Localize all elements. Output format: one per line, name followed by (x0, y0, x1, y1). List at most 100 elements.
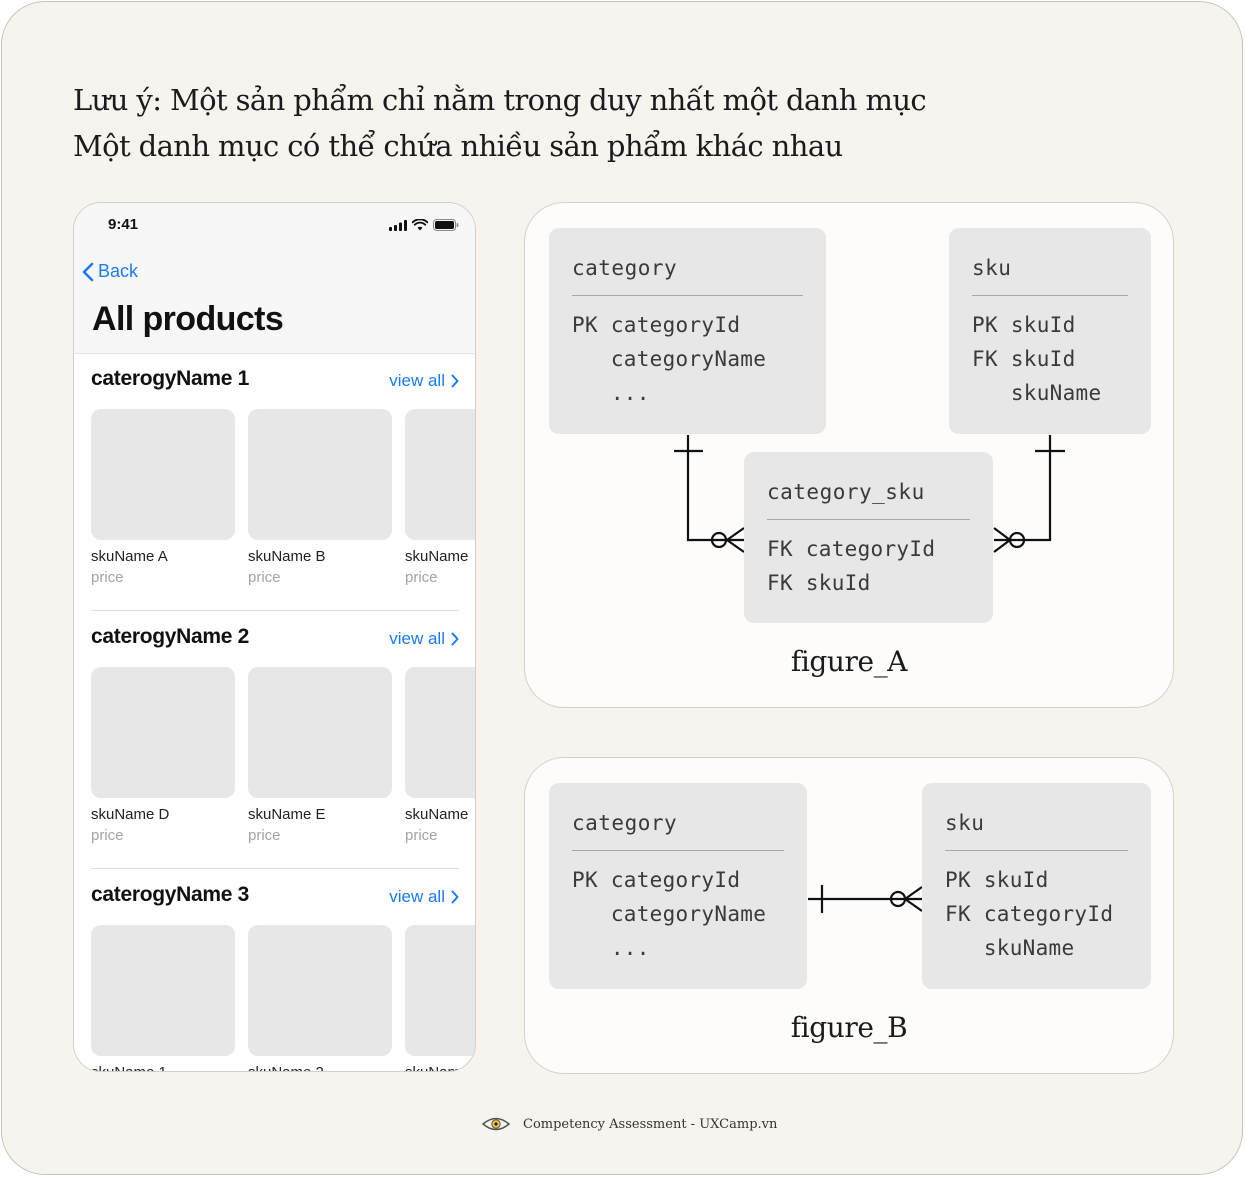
view-all-label: view all (389, 371, 445, 390)
entity-title: category (572, 256, 678, 280)
sku-name: skuName (405, 1064, 475, 1071)
chevron-right-icon (451, 632, 459, 646)
product-image-placeholder (405, 667, 475, 798)
wifi-icon (412, 219, 428, 231)
chevron-right-icon (451, 890, 459, 904)
entity-field: ... (572, 936, 650, 960)
entity-divider (767, 519, 970, 520)
product-card[interactable]: skuName A price (91, 409, 235, 586)
product-card[interactable]: skuName D price (91, 667, 235, 844)
product-image-placeholder (91, 925, 235, 1056)
chevron-right-icon (451, 374, 459, 388)
entity-divider (972, 295, 1128, 296)
sku-name: skuName A (91, 548, 168, 565)
chevron-left-icon (82, 262, 94, 281)
heading-line-2: Một danh mục có thể chứa nhiều sản phẩm … (73, 129, 843, 163)
product-image-placeholder (248, 409, 392, 540)
sku-name: skuName (405, 806, 469, 823)
signal-icon (389, 219, 407, 231)
back-button[interactable]: Back (82, 261, 138, 282)
figure-a-panel: category PK categoryId categoryName ... … (524, 202, 1174, 708)
product-card[interactable]: skuName B price (248, 409, 392, 586)
sku-name: skuName B (248, 548, 326, 565)
entity-title: category (572, 811, 678, 835)
view-all-link[interactable]: view all (389, 371, 459, 391)
footer: Competency Assessment - UXCamp.vn (481, 1115, 777, 1133)
product-card[interactable]: skuName price (405, 409, 475, 586)
sku-price: price (91, 569, 124, 586)
sku-price: price (248, 569, 281, 586)
entity-category: category PK categoryId categoryName ... (549, 228, 826, 434)
product-image-placeholder (405, 409, 475, 540)
category-title: caterogyName 3 (91, 883, 250, 906)
product-card[interactable]: skuName price (405, 925, 475, 1071)
product-card[interactable]: skuName 1 price (91, 925, 235, 1071)
category-section: caterogyName 2 view all skuName D price … (74, 613, 475, 871)
entity-field: categoryName (572, 347, 767, 371)
page-title: All products (92, 300, 284, 338)
entity-field: ... (572, 381, 650, 405)
heading: Lưu ý: Một sản phẩm chỉ nằm trong duy nh… (73, 77, 1173, 169)
category-section: caterogyName 1 view all skuName A price … (74, 355, 475, 613)
sku-name: skuName D (91, 806, 170, 823)
product-card[interactable]: skuName 2 price (248, 925, 392, 1071)
entity-divider (572, 850, 784, 851)
entity-field: skuName (945, 936, 1075, 960)
view-all-label: view all (389, 887, 445, 906)
sku-name: skuName E (248, 806, 326, 823)
battery-icon (433, 219, 459, 231)
heading-line-1: Lưu ý: Một sản phẩm chỉ nằm trong duy nh… (73, 83, 927, 117)
back-label: Back (98, 261, 139, 281)
product-image-placeholder (248, 667, 392, 798)
entity-divider (945, 850, 1128, 851)
sku-price: price (91, 827, 124, 844)
category-section: caterogyName 3 view all skuName 1 price … (74, 871, 475, 1071)
figure-b-panel: category PK categoryId categoryName ... … (524, 757, 1174, 1074)
sku-price: price (248, 827, 281, 844)
product-card[interactable]: skuName E price (248, 667, 392, 844)
entity-title: sku (972, 256, 1012, 280)
entity-field: PK skuId (945, 868, 1049, 892)
product-image-placeholder (91, 409, 235, 540)
entity-field: FK skuId (767, 571, 871, 595)
entity-divider (572, 295, 803, 296)
entity-title: sku (945, 811, 985, 835)
footer-text: Competency Assessment - UXCamp.vn (523, 1116, 778, 1132)
entity-field: PK categoryId (572, 868, 741, 892)
entity-title: category_sku (767, 480, 925, 504)
entity-field: FK categoryId (945, 902, 1114, 926)
category-title: caterogyName 1 (91, 367, 250, 390)
figure-b-caption: figure_B (790, 1011, 908, 1044)
product-image-placeholder (91, 667, 235, 798)
eye-logo-icon (481, 1117, 511, 1131)
section-divider (91, 868, 459, 869)
entity-sku: sku PK skuId FK categoryId skuName (922, 783, 1151, 989)
sku-price: price (405, 569, 438, 586)
product-card[interactable]: skuName price (405, 667, 475, 844)
entity-field: categoryName (572, 902, 767, 926)
entity-category: category PK categoryId categoryName ... (549, 783, 807, 989)
view-all-label: view all (389, 629, 445, 648)
sku-name: skuName 2 (248, 1064, 392, 1071)
entity-sku: sku PK skuId FK skuId skuName (949, 228, 1151, 434)
entity-category-sku: category_sku FK categoryId FK skuId (744, 452, 993, 623)
figure-a-relationship-lines (674, 435, 1065, 553)
phone-mockup: 9:41 (73, 202, 476, 1072)
entity-field: PK categoryId (572, 313, 741, 337)
status-time: 9:41 (108, 216, 139, 233)
product-image-placeholder (405, 925, 475, 1056)
view-all-link[interactable]: view all (389, 887, 459, 907)
category-title: caterogyName 2 (91, 625, 250, 648)
entity-field: FK skuId (972, 347, 1076, 371)
view-all-link[interactable]: view all (389, 629, 459, 649)
product-image-placeholder (248, 925, 392, 1056)
sku-price: price (405, 827, 438, 844)
figure-b-relationship-line (808, 885, 923, 913)
status-icons (389, 219, 459, 231)
entity-field: FK categoryId (767, 537, 936, 561)
entity-field: PK skuId (972, 313, 1076, 337)
sku-name: skuName 1 (91, 1064, 235, 1071)
entity-field: skuName (972, 381, 1102, 405)
navigation-header: 9:41 (74, 203, 475, 354)
